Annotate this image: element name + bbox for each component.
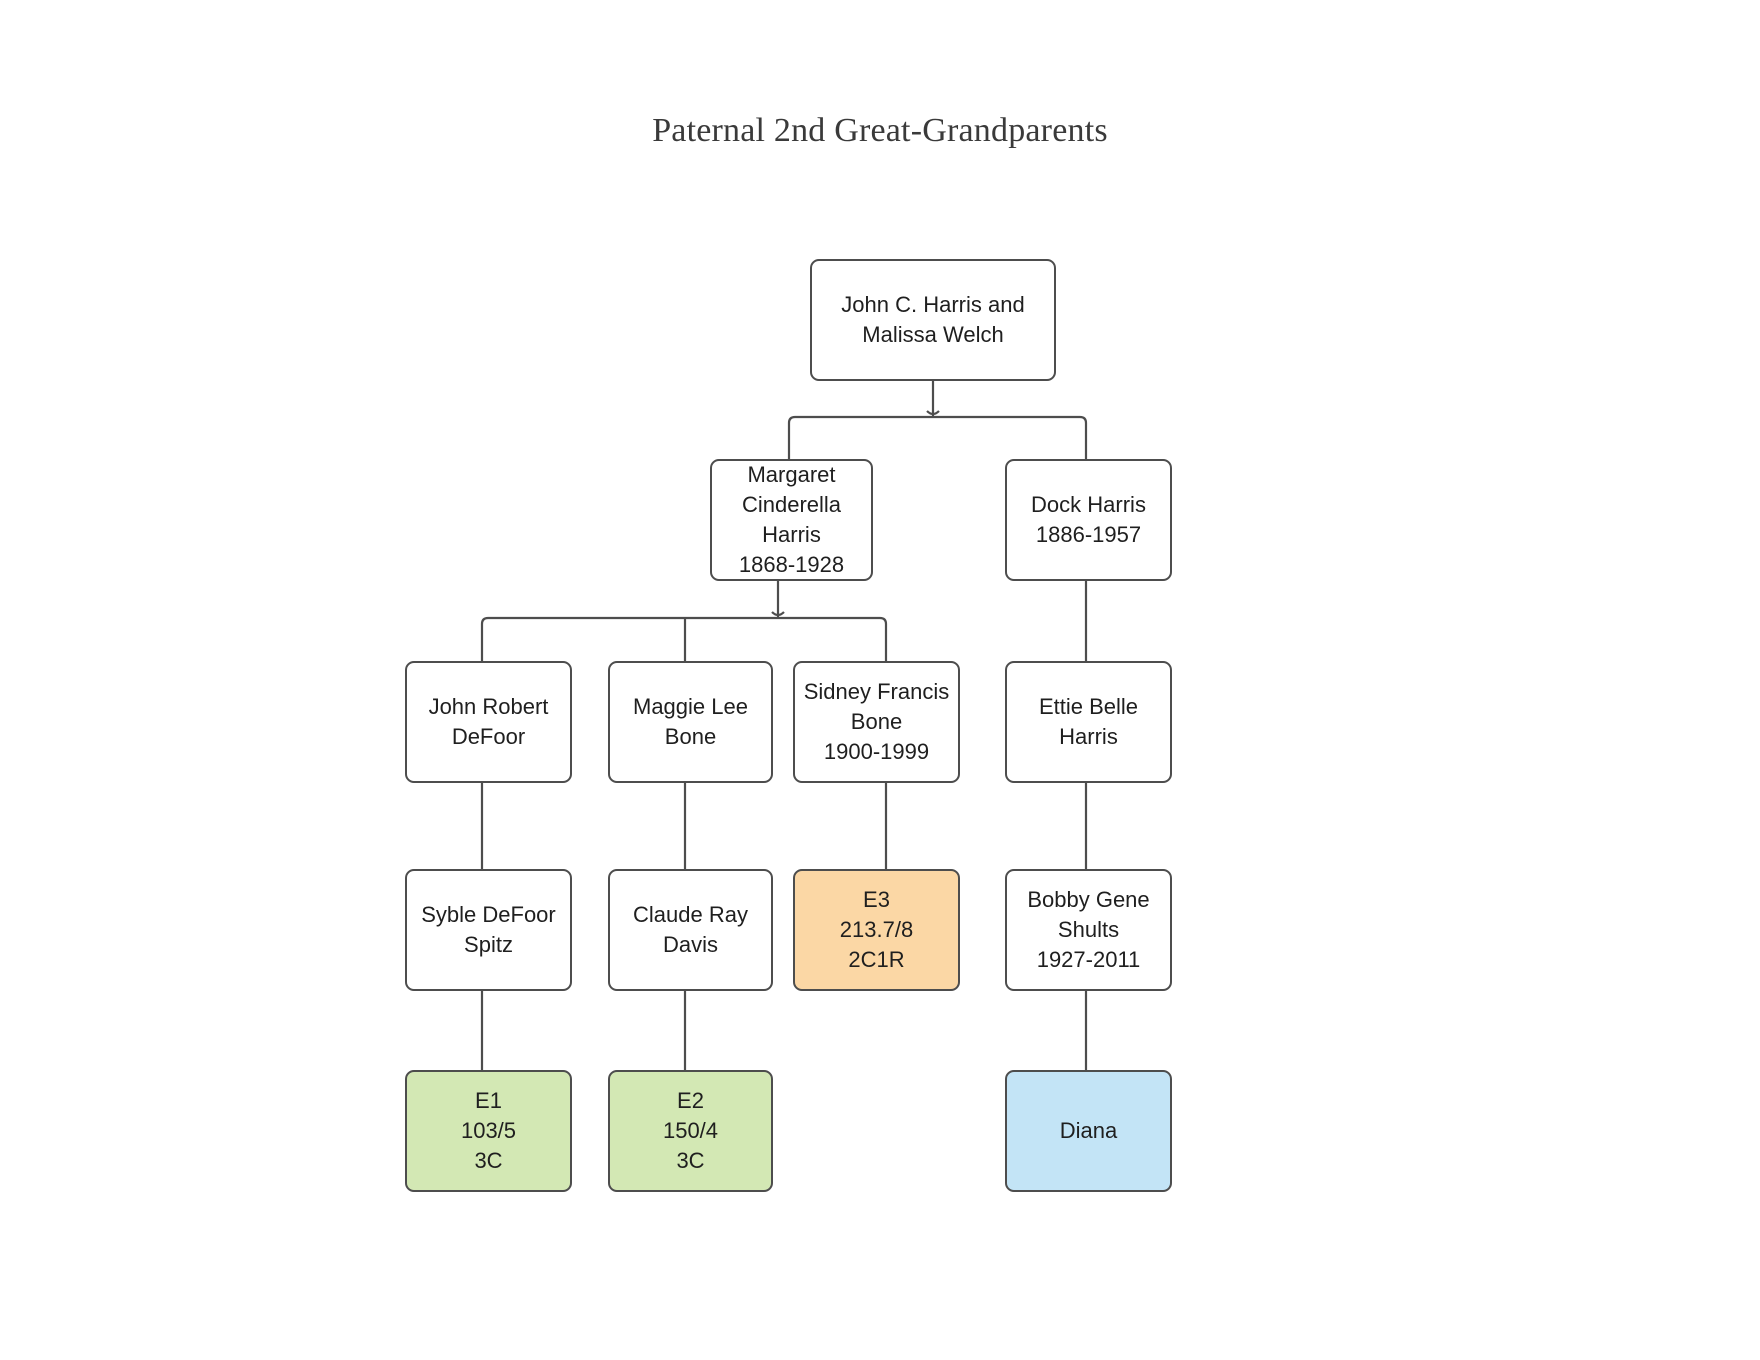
tree-node[interactable]: Bobby Gene Shults 1927-2011	[1005, 869, 1172, 991]
page-title: Paternal 2nd Great-Grandparents	[652, 112, 1108, 149]
tree-node[interactable]: Dock Harris 1886-1957	[1005, 459, 1172, 581]
tree-node[interactable]: E2 150/4 3C	[608, 1070, 773, 1192]
tree-node-label: Diana	[1059, 1118, 1118, 1143]
tree-node-label: Ettie Belle Harris	[1038, 694, 1139, 749]
tree-node-label: Claude Ray Davis	[633, 902, 748, 957]
tree-node[interactable]: E1 103/5 3C	[405, 1070, 572, 1192]
tree-node[interactable]: Syble DeFoor Spitz	[405, 869, 572, 991]
tree-node-label: Sidney Francis Bone 1900-1999	[803, 679, 950, 764]
tree-node-label: E1 103/5 3C	[460, 1088, 517, 1173]
tree-node-label: Bobby Gene Shults 1927-2011	[1027, 887, 1150, 972]
tree-node[interactable]: Maggie Lee Bone	[608, 661, 773, 783]
tree-node[interactable]: Sidney Francis Bone 1900-1999	[793, 661, 960, 783]
tree-node-label: E2 150/4 3C	[662, 1088, 719, 1173]
tree-node[interactable]: E3 213.7/8 2C1R	[793, 869, 960, 991]
tree-node[interactable]: John C. Harris and Malissa Welch	[810, 259, 1056, 381]
tree-node-label: E3 213.7/8 2C1R	[839, 887, 914, 972]
tree-node[interactable]: Margaret Cinderella Harris 1868-1928	[710, 459, 873, 581]
tree-node-label: John Robert DeFoor	[428, 694, 549, 749]
edge-n1-n2-n3	[787, 381, 1088, 459]
tree-node[interactable]: John Robert DeFoor	[405, 661, 572, 783]
tree-node-label: Syble DeFoor Spitz	[421, 902, 556, 957]
edge-bar-cap-2	[771, 611, 785, 617]
tree-node[interactable]: Diana	[1005, 1070, 1172, 1192]
edge-n2-children	[480, 581, 888, 661]
tree-node[interactable]: Claude Ray Davis	[608, 869, 773, 991]
tree-node-label: Maggie Lee Bone	[633, 694, 748, 749]
tree-node-label: Margaret Cinderella Harris 1868-1928	[738, 462, 845, 577]
tree-node-label: John C. Harris and Malissa Welch	[841, 292, 1025, 347]
tree-node-label: Dock Harris 1886-1957	[1031, 492, 1146, 547]
edge-bar-cap-1	[926, 410, 940, 416]
tree-node[interactable]: Ettie Belle Harris	[1005, 661, 1172, 783]
